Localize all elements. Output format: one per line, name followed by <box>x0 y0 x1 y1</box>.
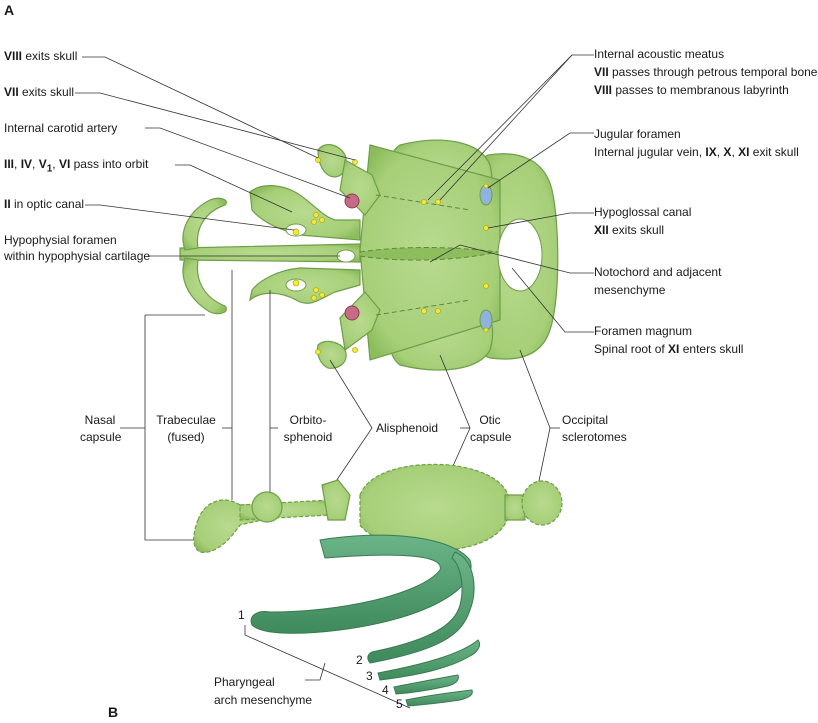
trabeculae-rod <box>179 243 361 263</box>
internal-carotid-lower <box>344 305 360 321</box>
alisphenoid-lateral <box>321 479 351 521</box>
pharyngeal-arches <box>250 534 481 707</box>
arch-bracket <box>244 625 411 709</box>
panel-label-a: A <box>4 2 15 18</box>
label-hypophysial-2: within hypophysial cartilage <box>4 249 151 263</box>
label-acoustic-3: VIII passes to membranous labyrinth <box>594 83 789 97</box>
label-jugular-1: Jugular foramen <box>594 127 681 141</box>
arch-number-5: 5 <box>396 697 403 711</box>
occipital-lateral <box>521 480 563 526</box>
label-hypoglossal-1: Hypoglossal canal <box>594 205 692 219</box>
label-optic-canal: II in optic canal <box>4 197 85 211</box>
nasal-process-upper <box>182 197 227 251</box>
arch-number-4: 4 <box>382 683 389 697</box>
otic-capsule-lateral <box>359 463 511 551</box>
panel-a-chondrocranium <box>179 139 559 371</box>
label-pharyngeal-1: Pharyngeal <box>214 675 275 689</box>
arch-number-2: 2 <box>356 653 363 667</box>
label-pharyngeal-2: arch mesenchyme <box>214 693 313 707</box>
connector-upper <box>339 159 381 216</box>
occipital-connector <box>504 494 526 521</box>
alisphenoid-upper <box>317 143 347 178</box>
arch-number-3: 3 <box>366 669 373 683</box>
arch-4 <box>393 674 459 695</box>
label-orbitosphenoid: Orbito-sphenoid <box>283 413 333 444</box>
arch-3 <box>377 639 481 681</box>
leader-lines-a <box>75 54 594 333</box>
foramen-magnum <box>497 218 543 292</box>
label-hypophysial-1: Hypophysial foramen <box>4 233 117 247</box>
internal-carotid-upper <box>344 193 360 209</box>
arch-5 <box>405 689 473 707</box>
label-trabeculae: Trabeculae(fused) <box>156 413 216 444</box>
label-internal-carotid: Internal carotid artery <box>4 121 118 135</box>
label-vii-exits: VII exits skull <box>4 85 75 99</box>
label-acoustic-1: Internal acoustic meatus <box>594 47 725 61</box>
jugular-foramen-lower <box>479 309 493 331</box>
notochord <box>359 247 499 261</box>
label-acoustic-2: VII passes through petrous temporal bone… <box>594 65 818 79</box>
label-alisphenoid: Alisphenoid <box>376 421 439 435</box>
label-magnum-2: Spinal root of XI enters skull <box>594 342 744 356</box>
nasal-process-lower <box>182 257 227 315</box>
label-notochord-2: mesenchyme <box>594 283 666 297</box>
orbital-wing-upper <box>249 185 361 241</box>
arch-1 <box>250 534 472 634</box>
bracket-lines <box>120 270 560 541</box>
label-viii-exits: VIII exits skull <box>4 49 78 63</box>
label-hypoglossal-2: XII exits skull <box>594 223 665 237</box>
label-notochord-1: Notochord and adjacent <box>594 265 722 279</box>
orbitosphenoid-lateral <box>251 491 283 523</box>
connector-lower <box>339 291 381 352</box>
label-orbit-nerves: III, IV, V1, VI pass into orbit <box>4 157 149 175</box>
arch-number-1: 1 <box>238 608 245 622</box>
arch-2 <box>367 551 475 664</box>
panel-label-b: B <box>108 704 119 720</box>
alisphenoid-lower <box>316 340 347 369</box>
panel-b-lateral <box>193 463 563 553</box>
label-magnum-1: Foramen magnum <box>594 324 693 338</box>
label-jugular-2: Internal jugular vein, IX, X, XI exit sk… <box>594 145 799 159</box>
